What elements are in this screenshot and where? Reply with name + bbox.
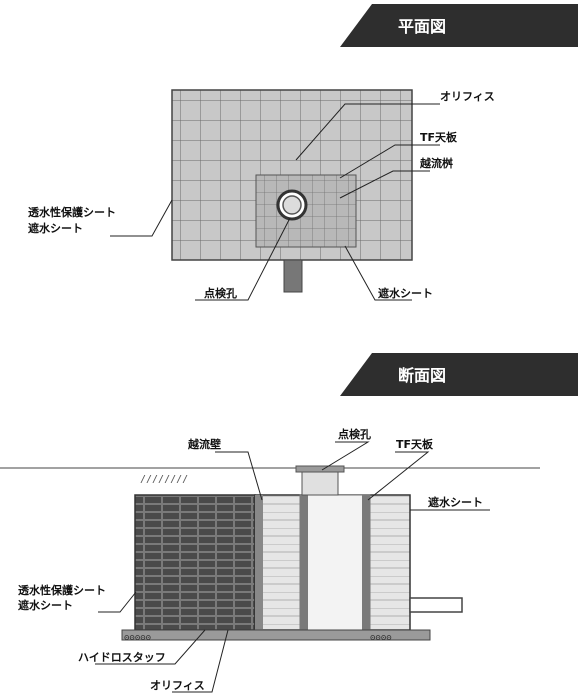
base-hatch-left: ʘʘʘʘʘ [124, 633, 151, 643]
plan-label-perm-sheet: 透水性保護シート [28, 205, 116, 219]
section-header-text: 断面図 [398, 366, 446, 385]
section-label-perm-sheet: 透水性保護シート [18, 583, 106, 597]
section-label-orifice: オリフィス [150, 679, 205, 692]
plan-view: オリフィス TF天板 越流桝 透水性保護シート 遮水シート 点検孔 遮水シート [28, 89, 495, 301]
section-outlet-pipe [409, 597, 463, 613]
section-label-hydro-stop: ハイドロスタッフ [78, 651, 166, 664]
section-label-perm-sheet-2: 遮水シート [18, 598, 73, 612]
plan-label-weir: 越流桝 [419, 156, 453, 170]
plan-header: 平面図 [340, 4, 578, 47]
ground-hatch: //////// [140, 474, 188, 485]
plan-label-perm-sheet-2: 遮水シート [28, 221, 83, 235]
section-label-weir-wall: 越流壁 [187, 437, 221, 451]
section-label-waterproof-sheet: 遮水シート [428, 495, 483, 509]
section-label-tf-top: TF天板 [396, 437, 434, 451]
section-label-inspection-hole: 点検孔 [338, 427, 371, 441]
plan-label-inspection-hole: 点検孔 [204, 286, 237, 300]
plan-label-orifice: オリフィス [440, 90, 495, 103]
section-header: 断面図 [340, 353, 578, 396]
section-weir-wall [255, 495, 263, 630]
section-view: //////// ʘʘʘʘʘ ʘʘʘʘ 越流壁 点検孔 TF天板 遮水シート 透… [0, 427, 540, 693]
plan-header-text: 平面図 [398, 17, 446, 36]
plan-label-tf-top: TF天板 [420, 130, 458, 144]
base-hatch-right: ʘʘʘʘ [370, 633, 392, 643]
section-weir-chamber [299, 494, 371, 631]
plan-label-waterproof-sheet: 遮水シート [378, 286, 433, 300]
plan-outlet-pipe [283, 259, 303, 293]
section-inspection-shaft [301, 469, 339, 496]
section-storage-dark [134, 494, 256, 631]
section-base-slab [121, 629, 431, 641]
